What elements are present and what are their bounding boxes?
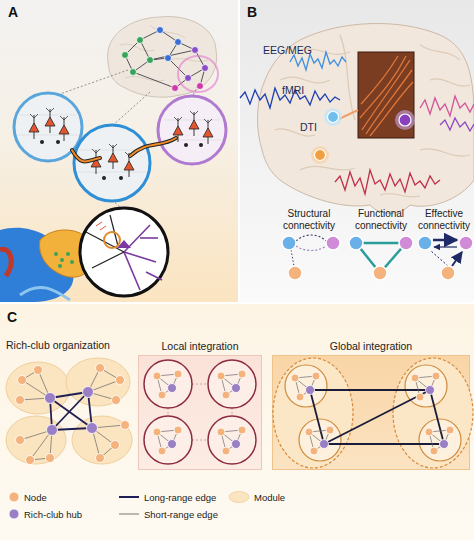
legend-swatch bbox=[9, 492, 19, 502]
panel-heading: Global integration bbox=[273, 340, 469, 352]
connectivity-label: Effective connectivity bbox=[413, 208, 474, 232]
global-integration-box: Global integration bbox=[272, 355, 470, 470]
panel-letter: A bbox=[8, 4, 18, 20]
legend-entry: Module bbox=[228, 491, 285, 503]
legend-text: Long-range edge bbox=[144, 492, 216, 503]
legend-text: Module bbox=[254, 492, 285, 503]
modality-label: EEG/MEG bbox=[263, 44, 333, 57]
legend-sample bbox=[8, 508, 20, 520]
legend-entry: Short-range edge bbox=[118, 508, 218, 520]
legend-swatch bbox=[9, 509, 19, 519]
legend-line-sample bbox=[119, 514, 139, 515]
legend-sample bbox=[118, 491, 140, 503]
legend-line-sample bbox=[119, 496, 139, 498]
panel-separator bbox=[0, 0, 474, 304]
modality-label: DTI bbox=[300, 121, 330, 134]
legend-sample bbox=[8, 491, 20, 503]
panel-heading: Rich-club organization bbox=[6, 339, 136, 352]
legend-swatch bbox=[229, 492, 249, 503]
legend-sample bbox=[118, 508, 140, 520]
panel-letter: B bbox=[247, 4, 257, 20]
legend-entry: Node bbox=[8, 491, 47, 503]
legend-entry: Long-range edge bbox=[118, 491, 216, 503]
panel-a: A bbox=[0, 0, 238, 302]
legend-sample bbox=[228, 491, 250, 503]
legend-entry: Rich-club hub bbox=[8, 508, 82, 520]
legend-text: Node bbox=[24, 492, 47, 503]
modality-label: fMRI bbox=[282, 84, 322, 97]
local-integration-box: Local integration bbox=[138, 355, 262, 470]
legend-text: Rich-club hub bbox=[24, 509, 82, 520]
panel-heading: Local integration bbox=[139, 340, 261, 352]
legend-text: Short-range edge bbox=[144, 509, 218, 520]
connectivity-label: Functional connectivity bbox=[348, 208, 414, 232]
connectivity-label: Structural connectivity bbox=[276, 208, 342, 232]
panel-letter: C bbox=[7, 309, 17, 325]
